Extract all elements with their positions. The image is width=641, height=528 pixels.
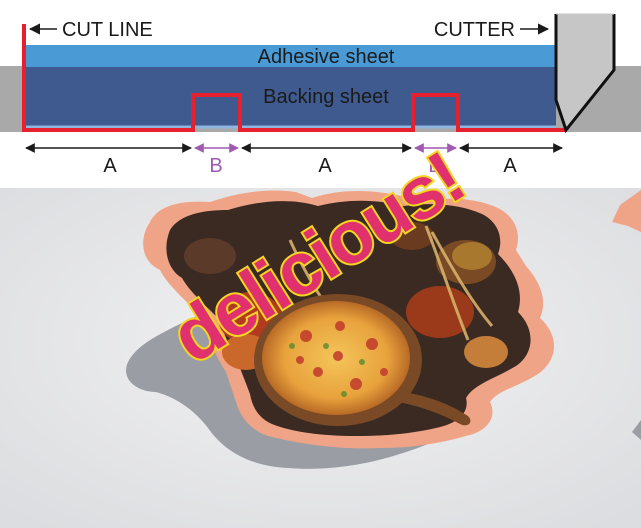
- cut-line-path: [22, 24, 566, 132]
- cross-section-diagram: CUT LINE CUTTER Adhesive sheet Backing s…: [0, 0, 641, 188]
- segment-label-b1: B: [209, 155, 222, 177]
- adhesive-sheet-layer: [22, 45, 556, 67]
- backing-sheet-layer: [22, 67, 556, 127]
- cut-line-label: CUT LINE: [62, 19, 153, 41]
- segment-label-a1: A: [103, 155, 117, 177]
- segment-label-b2: B: [428, 155, 441, 177]
- adhesive-sheet-label: Adhesive sheet: [258, 46, 395, 68]
- sticker-photo: delicious!: [0, 134, 641, 528]
- segment-label-a2: A: [318, 155, 332, 177]
- backing-sheet-label: Backing sheet: [263, 86, 389, 108]
- segment-label-a3: A: [503, 155, 517, 177]
- cutter-blade: [556, 14, 614, 130]
- cutter-label: CUTTER: [434, 19, 515, 41]
